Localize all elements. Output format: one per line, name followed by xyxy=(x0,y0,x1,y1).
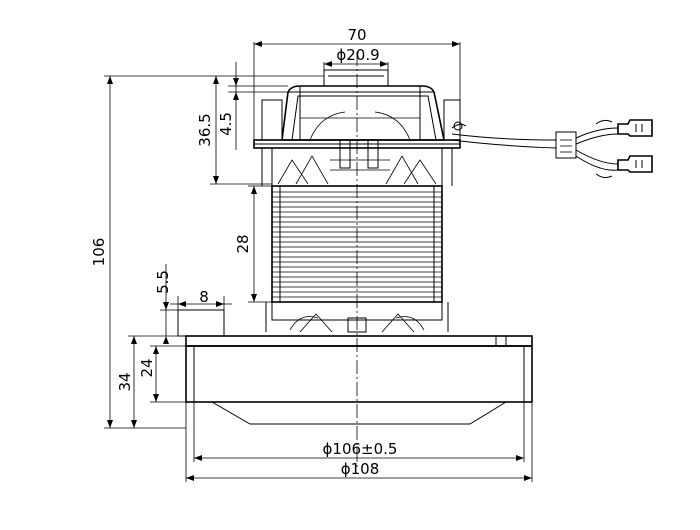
top-cap xyxy=(261,69,461,141)
dim-34-label: 34 xyxy=(116,372,134,391)
dim-cap-heights: 36.5 4.5 xyxy=(196,62,324,185)
dim-8-label: 8 xyxy=(199,288,209,306)
dim-fan-diameters: ϕ106±0.5 ϕ108 xyxy=(185,402,533,482)
dim-phi-106-label: ϕ106±0.5 xyxy=(323,440,398,458)
dim-stack-height: 28 xyxy=(234,185,272,303)
dim-small-boss: 5.5 8 xyxy=(154,264,232,344)
fan-housing xyxy=(177,309,533,425)
dim-5-5-label: 5.5 xyxy=(154,270,172,294)
dim-overall-height: 106 xyxy=(90,75,210,429)
lead-wires xyxy=(451,119,619,179)
terminal-top xyxy=(617,119,653,137)
dim-top-width: 70 xyxy=(253,26,461,140)
commutator-area xyxy=(271,139,443,187)
dim-28-label: 28 xyxy=(234,234,252,253)
dim-bearing-diameter: ϕ20.9 xyxy=(323,46,389,70)
dim-fan-heights: 24 34 xyxy=(116,335,186,428)
stator-stack xyxy=(271,185,443,303)
dim-4-5-label: 4.5 xyxy=(217,112,235,136)
dim-phi-20-9-label: ϕ20.9 xyxy=(336,46,379,64)
lamination-lines xyxy=(272,191,442,298)
dim-36-5-label: 36.5 xyxy=(196,113,214,146)
dim-106-label: 106 xyxy=(90,238,108,267)
dim-70-label: 70 xyxy=(347,26,366,44)
terminal-bottom xyxy=(617,155,653,173)
dim-phi-108-label: ϕ108 xyxy=(341,460,380,478)
dim-24-label: 24 xyxy=(138,358,156,377)
